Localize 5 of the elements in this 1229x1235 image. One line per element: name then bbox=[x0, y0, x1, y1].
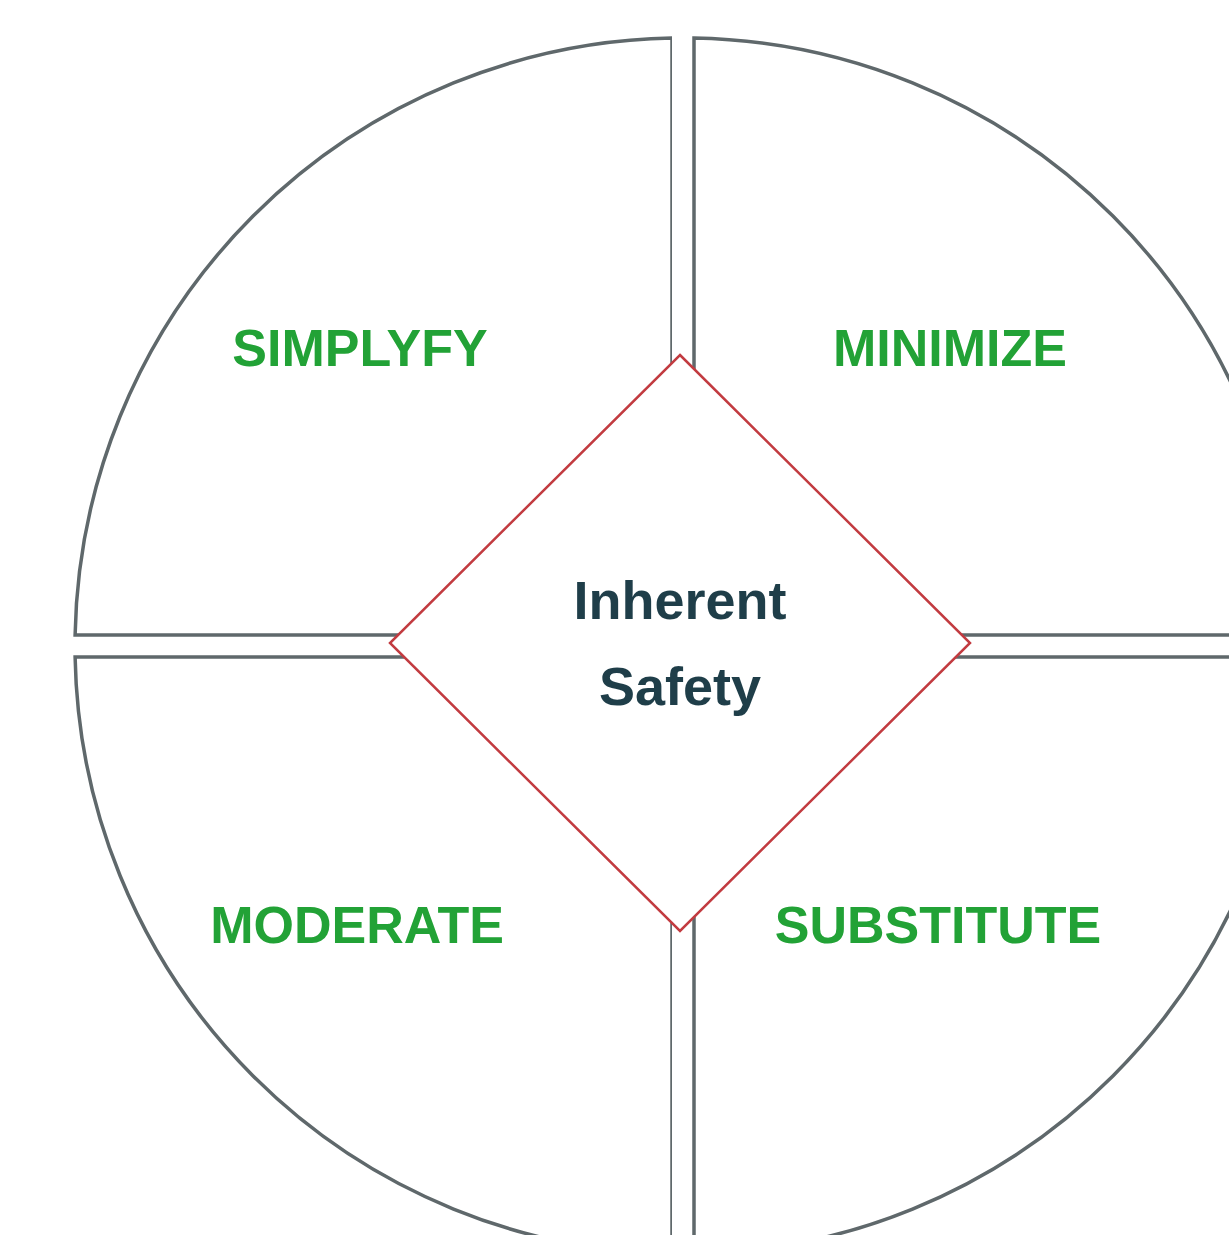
quadrant-label: SIMPLYFY bbox=[232, 322, 488, 374]
center-label: Inherent Safety bbox=[572, 568, 788, 718]
quadrant-label: SUBSTITUTE bbox=[774, 899, 1102, 951]
quadrant-label: MODERATE bbox=[210, 899, 504, 951]
quadrant-label: MINIMIZE bbox=[833, 322, 1067, 374]
